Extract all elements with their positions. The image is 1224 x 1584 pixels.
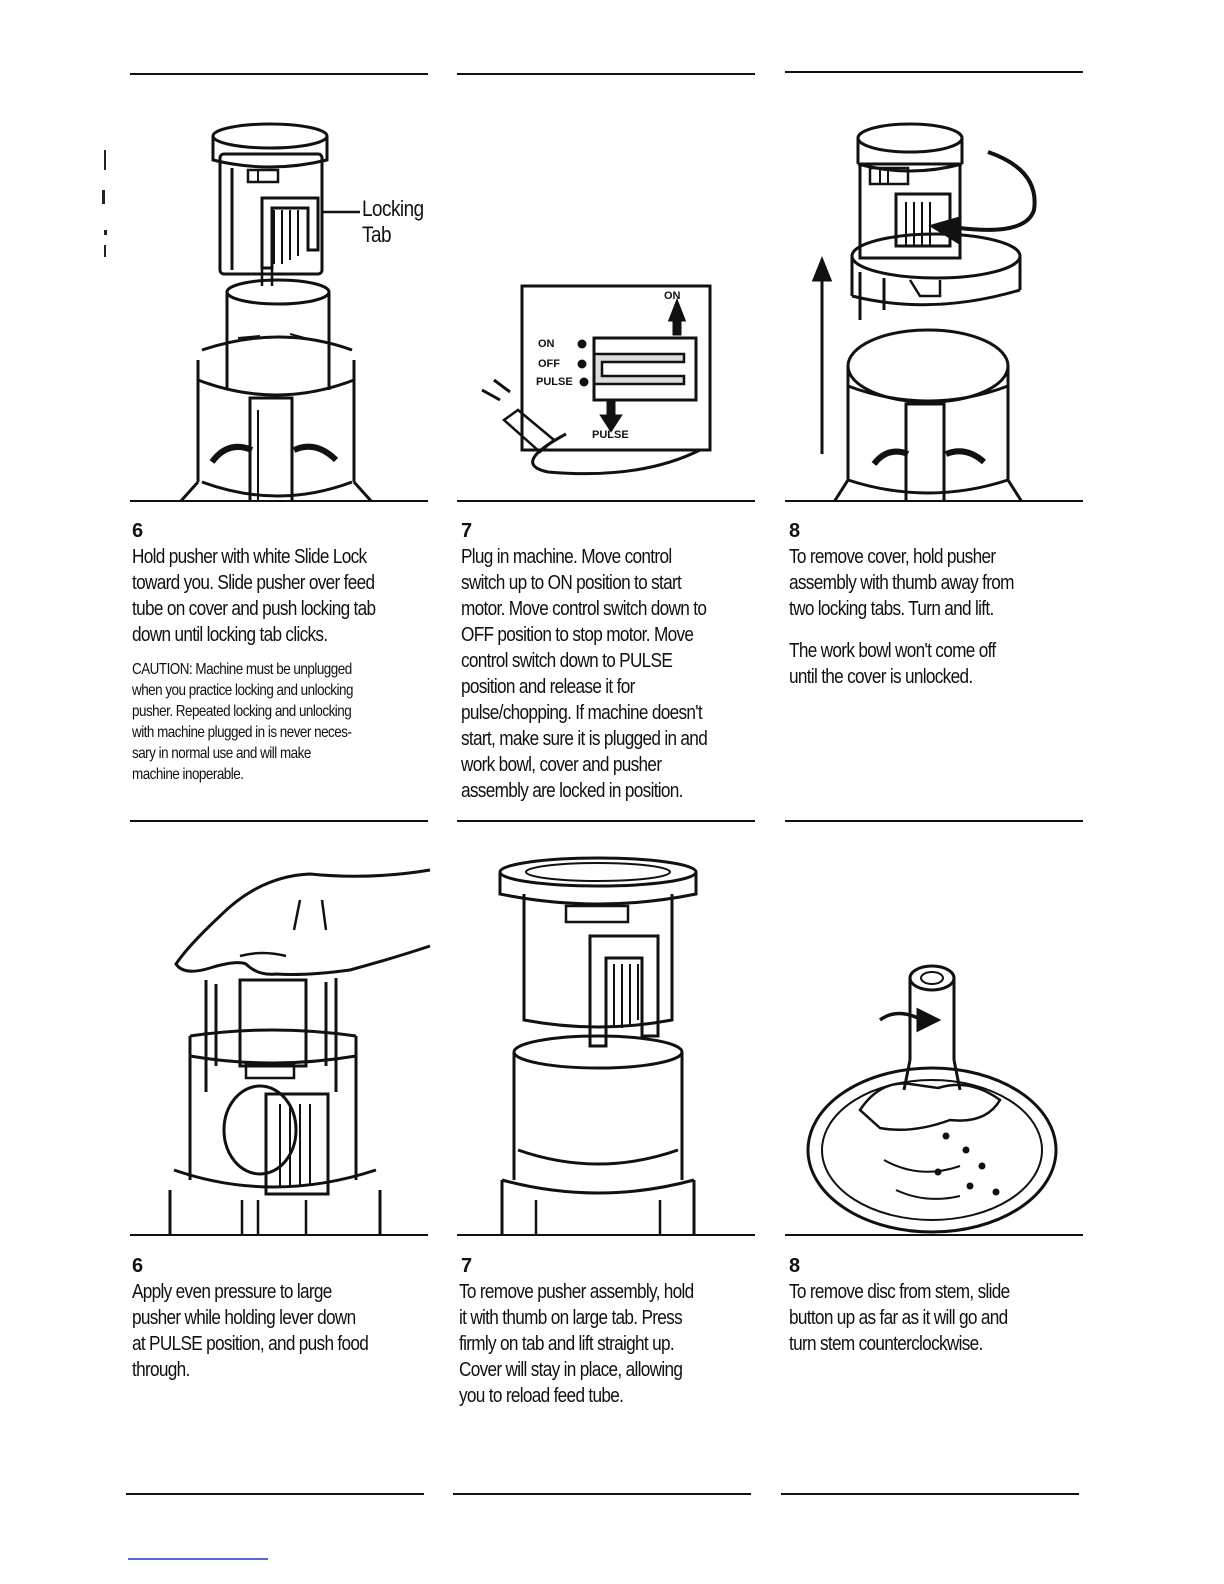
step-6-instructions: Hold pusher with white Slide Lock toward… — [132, 546, 376, 646]
illus-base-rule-4 — [130, 1234, 428, 1236]
caution-note: CAUTION: Machine must be unplugged when … — [132, 661, 353, 783]
illustration-hand-pressing-pusher — [150, 860, 440, 1236]
illustration-remove-cover — [800, 110, 1070, 502]
work-bowl-note: The work bowl won't come off until the c… — [789, 640, 996, 688]
top-rule-col3 — [785, 71, 1083, 73]
margin-mark — [104, 245, 106, 257]
illustration-control-switch — [470, 280, 730, 480]
top-rule-col2 — [457, 73, 755, 75]
switch-label-pulse-bottom: PULSE — [592, 429, 629, 441]
step-number-8-top: 8 — [789, 520, 801, 542]
switch-label-on-top: ON — [664, 290, 681, 302]
step-number-6-bottom: 6 — [132, 1255, 144, 1277]
step-number-7-bottom: 7 — [461, 1255, 473, 1277]
locking-tab-callout: Locking Tab — [362, 196, 424, 247]
switch-position-pulse: PULSE — [536, 376, 573, 388]
bottom-rule-col3 — [781, 1493, 1079, 1495]
margin-mark — [104, 150, 106, 170]
mid-rule-col1 — [130, 820, 428, 822]
illus-base-rule-2 — [457, 500, 755, 502]
step-number-7-top: 7 — [461, 520, 473, 542]
mid-rule-col2 — [457, 820, 755, 822]
step-number-8-bottom: 8 — [789, 1255, 801, 1277]
illustration-remove-pusher — [488, 850, 718, 1236]
top-rule-col1 — [130, 73, 428, 75]
bottom-rule-col1 — [126, 1493, 424, 1495]
switch-position-off: OFF — [538, 358, 560, 370]
margin-mark — [104, 230, 107, 235]
switch-position-on: ON — [538, 338, 555, 350]
illustration-disc-stem — [800, 960, 1070, 1236]
bottom-rule-col2 — [453, 1493, 751, 1495]
mid-rule-col3 — [785, 820, 1083, 822]
illus-base-rule-6 — [785, 1234, 1083, 1236]
step-6-bottom-instructions: Apply even pressure to large pusher whil… — [132, 1281, 369, 1381]
footer-blue-rule — [128, 1558, 268, 1560]
step-7-bottom-instructions: To remove pusher assembly, hold it with … — [459, 1281, 694, 1407]
margin-mark — [102, 190, 105, 204]
illustration-pusher-lock — [140, 110, 430, 502]
illus-base-rule-5 — [457, 1234, 755, 1236]
step-number-6-top: 6 — [132, 520, 144, 542]
step-8-bottom-instructions: To remove disc from stem, slide button u… — [789, 1281, 1010, 1355]
step-8-instructions: To remove cover, hold pusher assembly wi… — [789, 546, 1014, 620]
step-7-instructions: Plug in machine. Move control switch up … — [461, 546, 708, 802]
